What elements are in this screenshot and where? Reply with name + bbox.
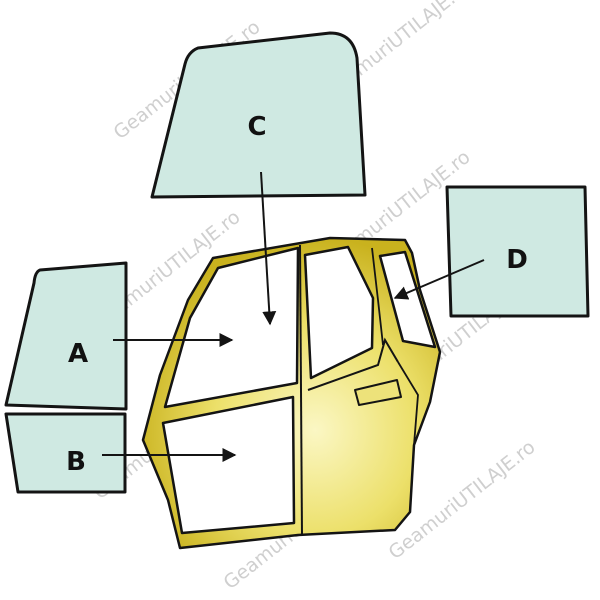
glass-pane-a [4, 261, 128, 411]
window-b-opening [161, 395, 296, 535]
arrow-d [393, 259, 485, 300]
glass-panes [4, 31, 590, 494]
label-b: B [66, 447, 86, 477]
door-edge [397, 361, 419, 446]
glass-pane-b [4, 412, 127, 494]
pillar-line [371, 247, 384, 346]
label-a: A [68, 339, 88, 369]
door-handle [354, 379, 402, 406]
label-c: C [247, 112, 266, 142]
window-d-opening [378, 250, 437, 349]
cab [141, 236, 442, 550]
door-seam [299, 244, 303, 537]
glass-pane-c [150, 31, 367, 199]
door-line [307, 337, 399, 391]
window-a-opening [163, 246, 300, 409]
arrows [102, 171, 485, 462]
labels: C A B D [66, 112, 528, 477]
arrow-c [260, 171, 277, 326]
label-d: D [506, 245, 528, 275]
window-c-opening [303, 245, 375, 380]
glass-pane-d [445, 185, 590, 318]
